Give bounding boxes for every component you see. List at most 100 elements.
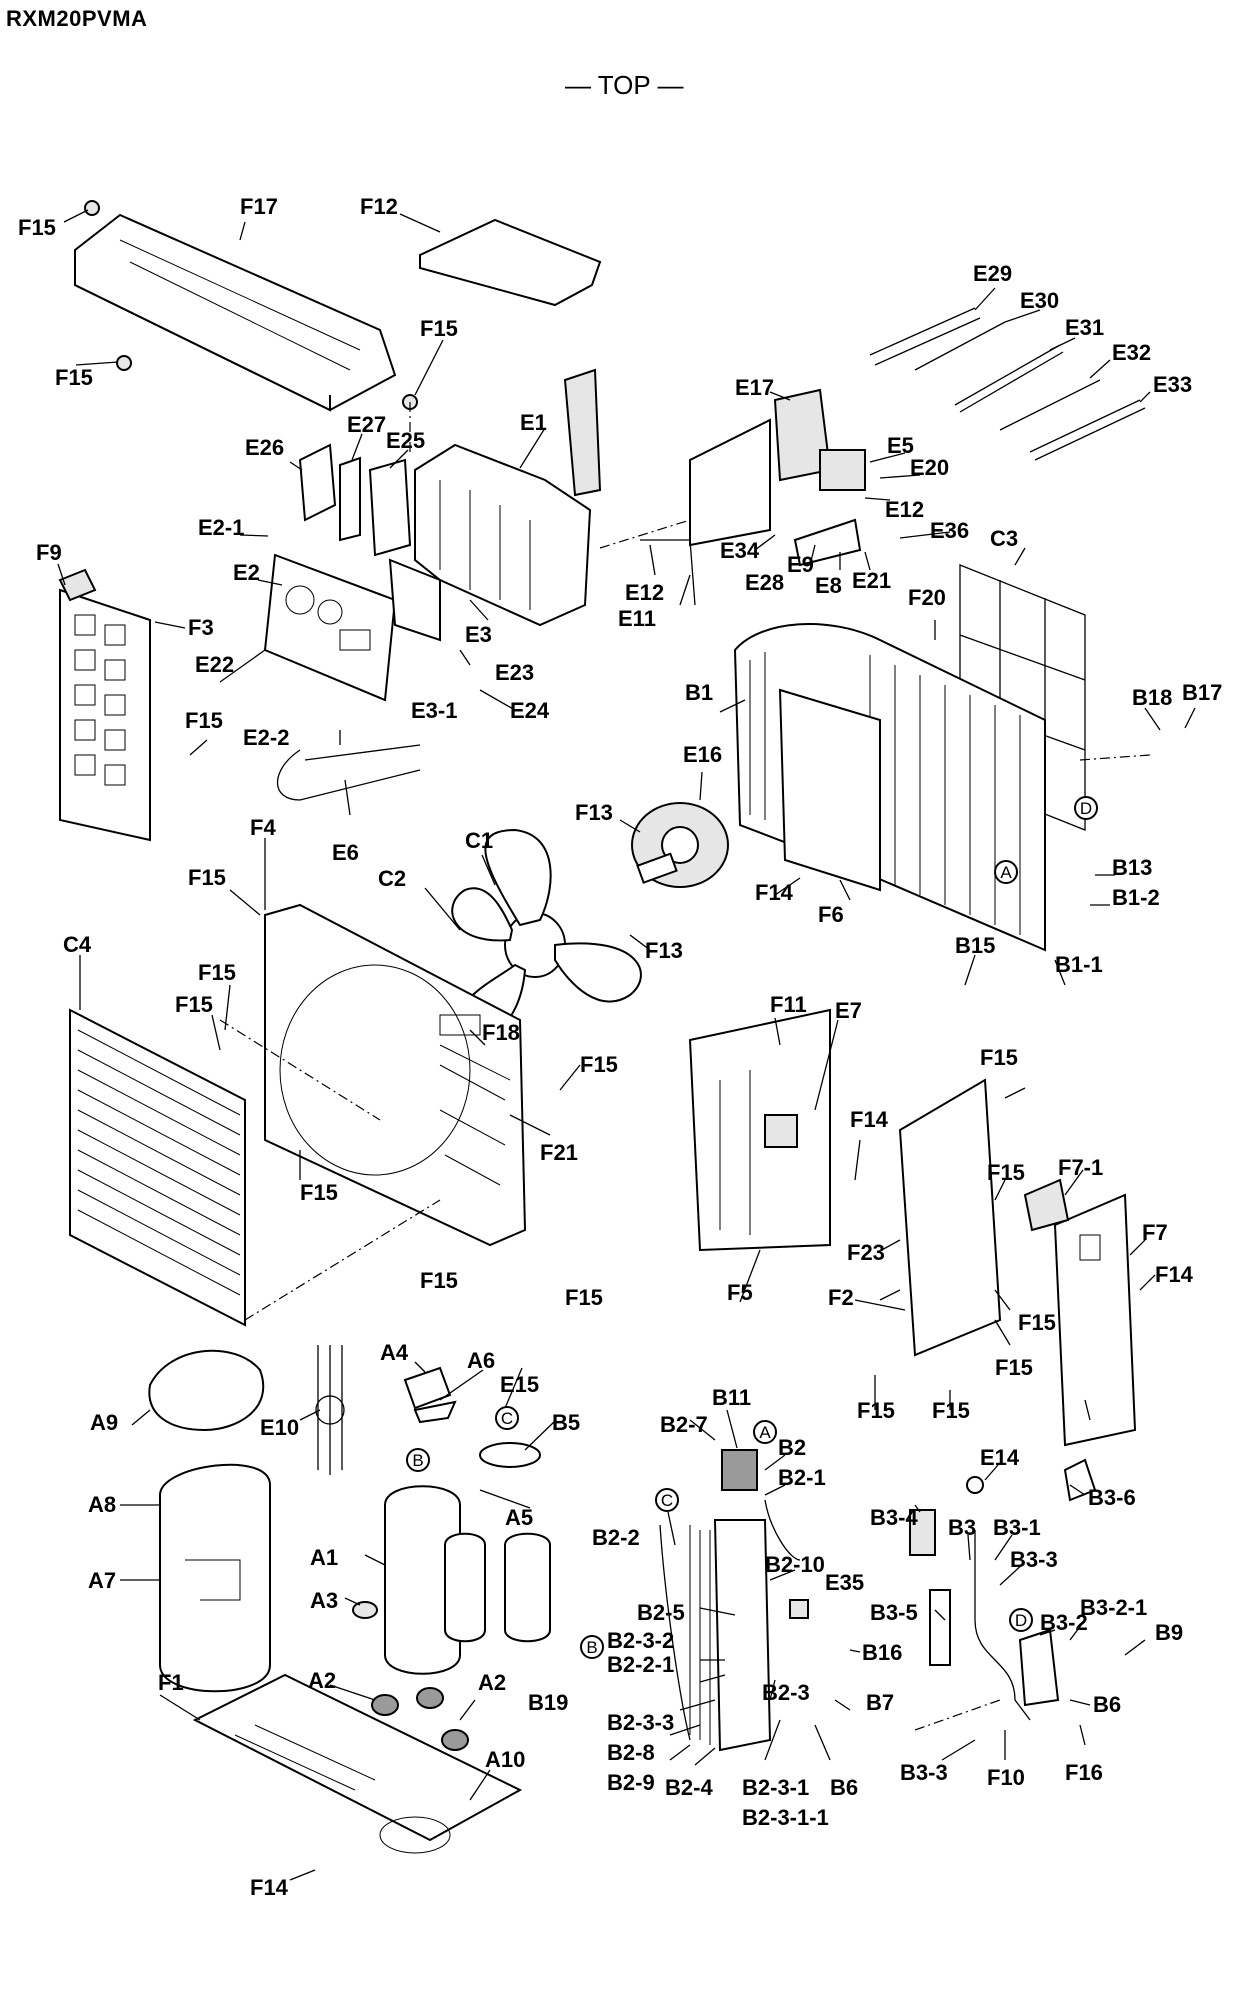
callout-label: F6 xyxy=(818,902,844,927)
callout-label: A7 xyxy=(88,1568,116,1593)
callout-label: B2-3-2 xyxy=(607,1628,674,1653)
callout-label: B2 xyxy=(778,1435,806,1460)
callout-label: F15 xyxy=(55,365,93,390)
top-panel-f17 xyxy=(74,213,397,412)
callout-label: B2-8 xyxy=(607,1740,655,1765)
part-e26 xyxy=(298,443,337,522)
callout-label: F15 xyxy=(300,1180,338,1205)
side-panel-f3 xyxy=(58,568,151,842)
callout-label: F17 xyxy=(240,194,278,219)
callout-label: F7-1 xyxy=(1058,1155,1103,1180)
callout-label: F14 xyxy=(850,1107,889,1132)
sensor-cable-e11 xyxy=(640,539,696,606)
callout-label: B17 xyxy=(1182,680,1222,705)
svg-text:D: D xyxy=(1015,1611,1027,1630)
callout-label: B11 xyxy=(712,1385,751,1410)
callout-label: E3 xyxy=(465,622,492,647)
muffler-b19 xyxy=(504,1532,551,1643)
callout-label: B16 xyxy=(862,1640,902,1665)
callout-label: B2-3-1-1 xyxy=(742,1805,829,1830)
callout-label: B9 xyxy=(1155,1620,1183,1645)
callout-label: B2-10 xyxy=(765,1552,825,1577)
callout-label: B1-1 xyxy=(1055,952,1103,977)
callout-label: E2-1 xyxy=(198,515,244,540)
callout-label: F13 xyxy=(575,800,613,825)
callout-label: C2 xyxy=(378,866,406,891)
callout-label: B13 xyxy=(1112,855,1152,880)
callout-label: B2-2 xyxy=(592,1525,640,1550)
connection-mark-d1: D xyxy=(1074,796,1098,820)
callout-label: F15 xyxy=(198,960,236,985)
orientation-label: — TOP — xyxy=(565,70,684,100)
callout-label: B6 xyxy=(1093,1692,1121,1717)
callout-label: C3 xyxy=(990,526,1018,551)
connection-mark-d2: D xyxy=(1009,1608,1033,1632)
callout-label: F23 xyxy=(847,1240,885,1265)
callout-label: B19 xyxy=(528,1690,568,1715)
callout-label: F15 xyxy=(420,316,458,341)
callout-label: B3-3 xyxy=(1010,1547,1058,1572)
callout-label: C1 xyxy=(465,828,493,853)
callout-label: A1 xyxy=(310,1545,338,1570)
connection-mark-c2: C xyxy=(655,1488,679,1512)
callout-label: E14 xyxy=(980,1445,1020,1470)
connection-mark-a1: A xyxy=(994,860,1018,884)
callout-labels: F15 F17 F12 F15 F15 E29 E30 E31 E32 E33 … xyxy=(18,194,1222,1900)
callout-label: F14 xyxy=(250,1875,289,1900)
callout-label: F15 xyxy=(175,992,213,1017)
callout-label: E11 xyxy=(618,606,656,631)
callout-label: B2-7 xyxy=(660,1412,708,1437)
part-e25 xyxy=(368,458,412,557)
main-pcb-e2 xyxy=(263,553,397,702)
callout-label: B3-5 xyxy=(870,1600,918,1625)
nut-a3 xyxy=(352,1601,378,1619)
callout-label: B2-3-3 xyxy=(607,1710,674,1735)
callout-label: A5 xyxy=(505,1505,533,1530)
callout-label: F14 xyxy=(1155,1262,1194,1287)
svg-text:A: A xyxy=(1000,863,1012,882)
callout-label: F15 xyxy=(995,1355,1033,1380)
callout-label: B3 xyxy=(948,1515,976,1540)
electrical-box-e1 xyxy=(414,368,602,627)
svg-text:B: B xyxy=(586,1638,597,1657)
callout-label: E16 xyxy=(683,742,722,767)
callout-label: E8 xyxy=(815,573,842,598)
callout-label: B5 xyxy=(552,1410,580,1435)
callout-label: F16 xyxy=(1065,1760,1103,1785)
callout-label: F9 xyxy=(36,540,62,565)
callout-label: B1-2 xyxy=(1112,885,1160,910)
svg-text:D: D xyxy=(1080,799,1092,818)
callout-label: E12 xyxy=(625,580,664,605)
callout-label: E7 xyxy=(835,998,862,1023)
callout-label: E21 xyxy=(852,568,891,593)
rubber-feet-a2 xyxy=(371,1687,469,1751)
callout-label: B2-9 xyxy=(607,1770,655,1795)
callout-label: F18 xyxy=(482,1020,520,1045)
callout-label: A4 xyxy=(380,1340,409,1365)
callout-label: B2-2-1 xyxy=(607,1652,674,1677)
terminal-cover-a4 xyxy=(403,1366,452,1410)
callout-label: B1 xyxy=(685,680,713,705)
callout-label: E22 xyxy=(195,652,234,677)
callout-label: F15 xyxy=(857,1398,895,1423)
connection-mark-b2: B xyxy=(580,1635,604,1659)
cable-e6 xyxy=(276,730,421,801)
callout-label: F1 xyxy=(158,1670,184,1695)
callout-label: F15 xyxy=(1018,1310,1056,1335)
callout-label: F3 xyxy=(188,615,214,640)
callout-label: E12 xyxy=(885,497,924,522)
piping-b2 xyxy=(659,1449,809,1752)
callout-label: F5 xyxy=(727,1280,753,1305)
callout-label: E25 xyxy=(386,428,425,453)
leader-lines xyxy=(57,209,1196,1881)
connection-mark-b1: B xyxy=(406,1448,430,1472)
callout-label: B3-2-1 xyxy=(1080,1595,1147,1620)
callout-label: E2 xyxy=(233,560,260,585)
callout-label: E28 xyxy=(745,570,784,595)
piping-b3 xyxy=(909,1458,1097,1721)
callout-label: E9 xyxy=(787,552,814,577)
callout-label: E3-1 xyxy=(411,698,457,723)
compressor-a1 xyxy=(384,1485,486,1675)
callout-label: A3 xyxy=(310,1588,338,1613)
